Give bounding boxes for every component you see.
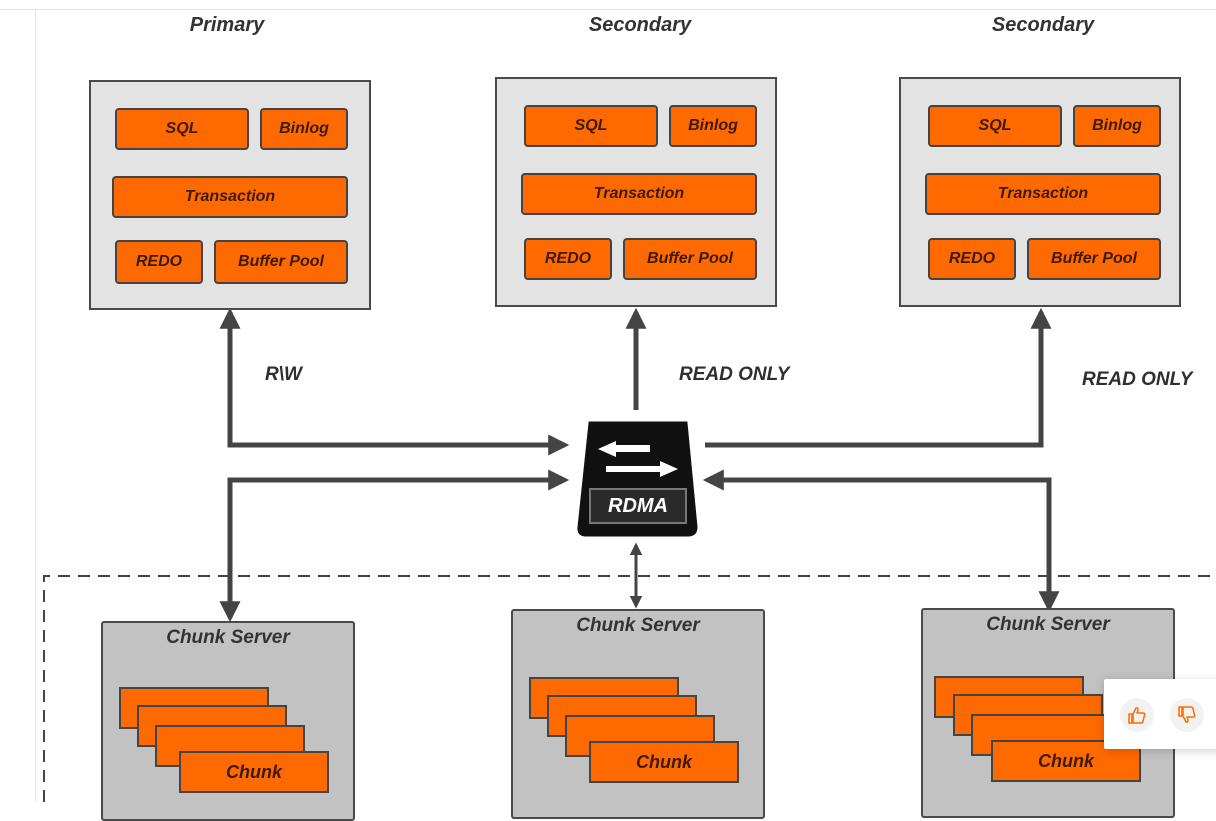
node-secondary-1: SQL Binlog Transaction REDO Buffer Pool (495, 77, 777, 307)
node-primary: SQL Binlog Transaction REDO Buffer Pool (89, 80, 371, 310)
feedback-widget (1104, 679, 1216, 749)
link-label-read-only-1: READ ONLY (679, 364, 790, 385)
sql-block: SQL (115, 108, 249, 150)
redo-block: REDO (928, 238, 1016, 280)
chunk-server-3: Chunk Server Chunk (921, 608, 1175, 818)
transaction-block: Transaction (112, 176, 348, 218)
chunk-server-title: Chunk Server (166, 627, 290, 648)
top-divider (0, 9, 1216, 10)
dislike-button[interactable] (1170, 698, 1204, 732)
thumbs-down-icon (1178, 706, 1196, 723)
arrow-rdma-to-secondary-2 (705, 307, 1052, 448)
node-secondary-2: SQL Binlog Transaction REDO Buffer Pool (899, 77, 1181, 307)
rdma-label: RDMA (608, 494, 668, 517)
link-label-rw: R\W (265, 364, 302, 385)
buffer-pool-block: Buffer Pool (214, 240, 348, 284)
chunk-server-2: Chunk Server Chunk (511, 609, 765, 819)
arrow-rdma-chunk-3 (702, 469, 1060, 613)
redo-block: REDO (524, 238, 612, 280)
arrow-rdma-chunk-1 (219, 469, 570, 623)
thumbs-up-icon (1128, 707, 1146, 724)
chunk-card-front: Chunk (589, 741, 739, 783)
connector-lines (43, 307, 1216, 802)
sql-block: SQL (524, 105, 658, 147)
chunk-card-front: Chunk (179, 751, 329, 793)
redo-block: REDO (115, 240, 203, 284)
buffer-pool-block: Buffer Pool (1027, 238, 1161, 280)
binlog-block: Binlog (260, 108, 348, 150)
buffer-pool-block: Buffer Pool (623, 238, 757, 280)
switch-arrows-icon (577, 421, 698, 537)
rdma-switch: RDMA (576, 419, 700, 538)
node-title-primary: Primary (189, 14, 265, 36)
like-button[interactable] (1120, 698, 1154, 732)
binlog-block: Binlog (669, 105, 757, 147)
left-divider (35, 9, 36, 802)
chunk-server-title: Chunk Server (576, 615, 700, 636)
transaction-block: Transaction (925, 173, 1161, 215)
transaction-block: Transaction (521, 173, 757, 215)
sql-block: SQL (928, 105, 1062, 147)
chunk-server-1: Chunk Server Chunk (101, 621, 355, 821)
node-title-secondary-1: Secondary (588, 14, 692, 36)
chunk-server-title: Chunk Server (986, 614, 1110, 635)
node-title-secondary-2: Secondary (991, 14, 1095, 36)
binlog-block: Binlog (1073, 105, 1161, 147)
link-label-read-only-2: READ ONLY (1082, 369, 1193, 390)
